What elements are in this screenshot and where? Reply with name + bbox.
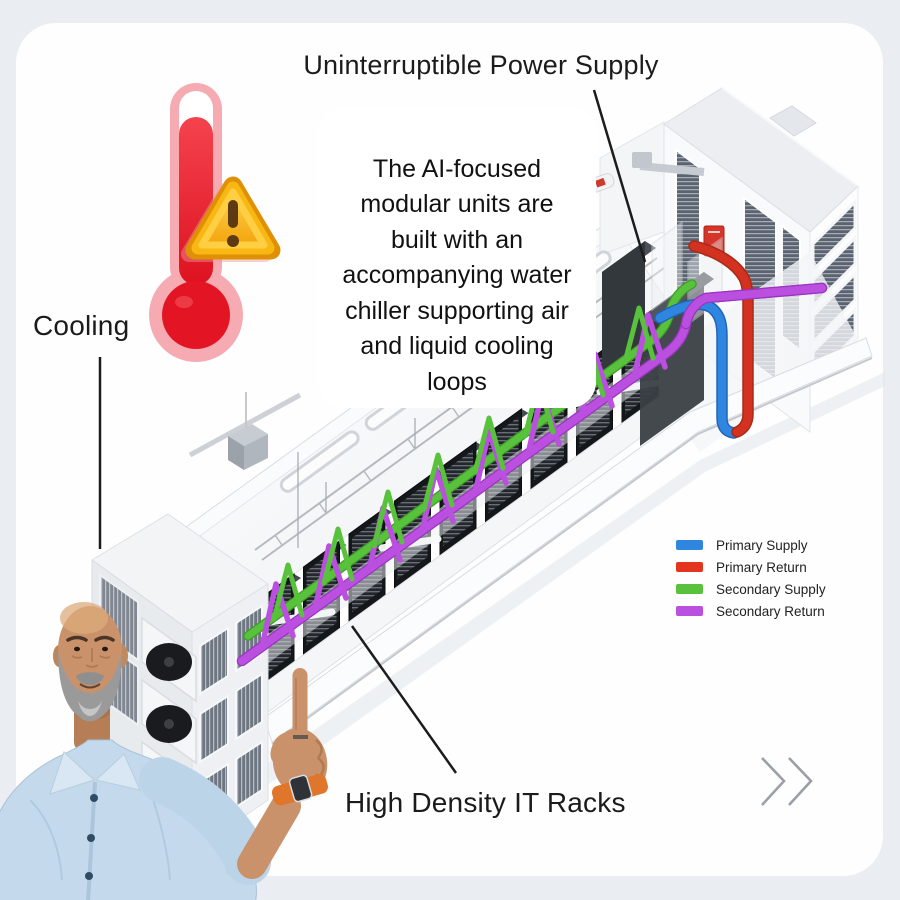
legend-swatch-primary-supply bbox=[676, 540, 703, 550]
legend-swatch-secondary-return bbox=[676, 606, 703, 616]
pointing-hand bbox=[270, 668, 328, 796]
legend-label: Primary Return bbox=[716, 559, 807, 575]
cooling-label: Cooling bbox=[33, 310, 130, 341]
beard bbox=[58, 648, 122, 722]
leader-lines bbox=[98, 89, 647, 774]
sleeve bbox=[139, 757, 271, 885]
presenter-head bbox=[53, 602, 128, 722]
shirt-buttons bbox=[85, 794, 98, 880]
legend-item-secondary-return: Secondary Return bbox=[676, 603, 826, 619]
cooling-pipes bbox=[236, 240, 828, 667]
forearm bbox=[237, 791, 301, 879]
wrist-watch bbox=[271, 774, 328, 806]
legend-item-primary-supply: Primary Supply bbox=[676, 537, 826, 553]
monorail-unit bbox=[188, 392, 302, 470]
racks-label: High Density IT Racks bbox=[345, 787, 626, 818]
double-chevron-right-icon bbox=[761, 757, 813, 806]
legend-swatch-primary-return bbox=[676, 562, 703, 572]
warning-icon bbox=[181, 176, 281, 262]
legend-swatch-secondary-supply bbox=[676, 584, 703, 594]
callout-bubble: The AI-focused modular units are built w… bbox=[318, 108, 596, 408]
ups-leader-line bbox=[592, 89, 647, 263]
legend-label: Secondary Return bbox=[716, 603, 825, 619]
racks-leader-line bbox=[350, 625, 458, 774]
legend-item-primary-return: Primary Return bbox=[676, 559, 826, 575]
legend-label: Primary Supply bbox=[716, 537, 808, 553]
ups-label: Uninterruptible Power Supply bbox=[303, 50, 659, 80]
legend-item-secondary-supply: Secondary Supply bbox=[676, 581, 826, 597]
presenter-person bbox=[0, 602, 328, 900]
callout-text: The AI-focused modular units are built w… bbox=[342, 154, 572, 396]
next-button[interactable] bbox=[748, 746, 820, 812]
legend-label: Secondary Supply bbox=[716, 581, 826, 597]
pipe-legend: Primary Supply Primary Return Secondary … bbox=[676, 537, 826, 625]
